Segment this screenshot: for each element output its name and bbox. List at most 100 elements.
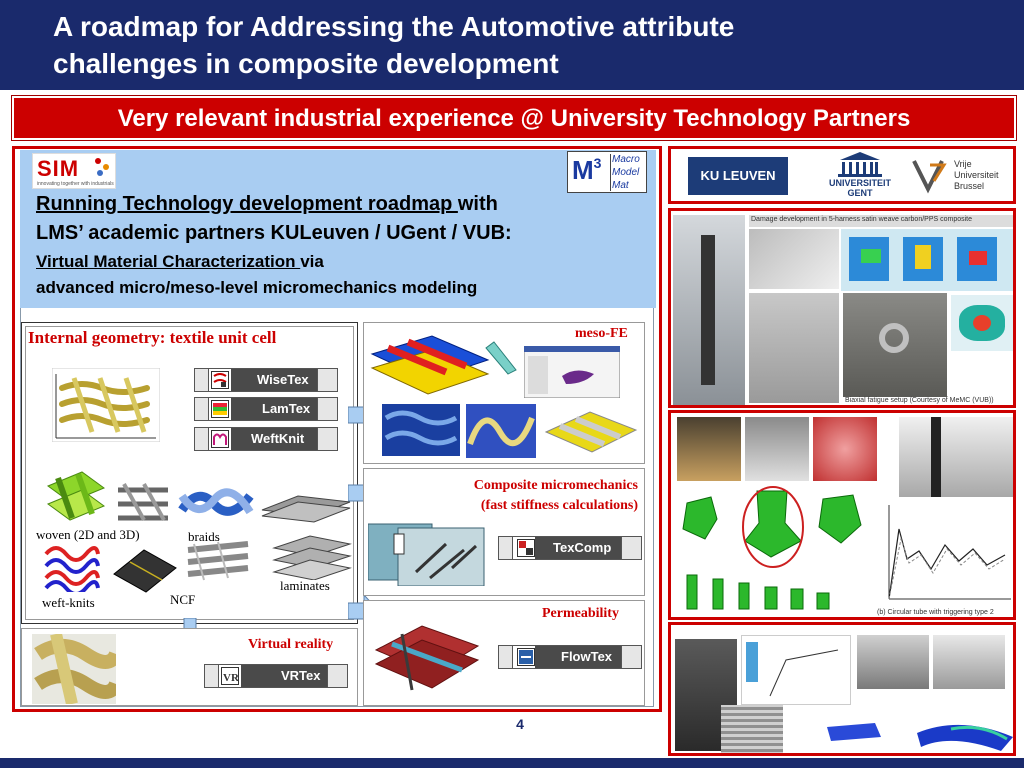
micromechanics-title: Composite micromechanics (fast stiffness… [473,478,638,513]
meso-fe-software-window [524,346,620,398]
wisetex-label: WiseTex [257,372,309,387]
laminate-image-1 [261,495,351,523]
weft-knit-image [42,542,100,592]
weftknit-tool[interactable]: WeftKnit [194,427,338,451]
meso-fe-title: meso-FE [575,326,628,341]
braids-image [178,480,254,526]
force-displacement-plot [875,499,1013,615]
micromechanics-inclusion-image [368,523,485,586]
ku-leuven-text: KU LEUVEN [700,168,776,183]
test-rig-photo [673,215,745,405]
specimen-photo [749,293,839,403]
sim-logo-text: SIM [37,156,80,181]
ugent-text: UNIVERSITEIT GENT [828,178,891,198]
damage-simulation-image [841,229,1013,291]
caption-laminates: laminates [280,578,330,593]
m3-separator [610,154,611,191]
caption-ncf: NCF [170,592,196,607]
lamtex-label: LamTex [262,401,311,416]
vub-logo: Vrije Universiteit Brussel [910,155,1010,197]
texcomp-label: TexComp [553,540,612,555]
sim-logo: SIM innovating together with industrials [32,153,116,189]
forming-photo-3 [933,635,1005,689]
vub-emblem-icon [912,160,947,194]
micrograph-photo [749,229,839,289]
crush-simulation-image [677,483,873,613]
texcomp-tool[interactable]: TexComp [498,536,642,560]
m3-logo-mark: M3 [572,155,602,185]
meso-fe-yarn-path-image [466,404,536,458]
flowtex-tool[interactable]: FlowTex [498,645,642,669]
ugent-building-icon [838,152,882,177]
crushed-tube-photo-1 [677,417,741,481]
bottom-bar [0,758,1024,768]
flowtex-label: FlowTex [561,649,613,664]
forming-panel [668,622,1016,756]
sim-dot-icon [97,170,103,176]
ncf-stitch-image [187,541,249,581]
subtitle-text: Very relevant industrial experience @ Un… [117,105,911,132]
damage-caption: Damage development in 5-harness satin we… [751,216,973,223]
vrtex-tool[interactable]: VR VRTex [204,664,348,688]
slide-title: A roadmap for Addressing the Automotive … [53,8,1003,82]
svg-text:VR: VR [223,672,238,684]
stress-strain-plot [741,635,851,705]
weftknit-label: WeftKnit [251,431,305,446]
meso-fe-mesh-image [370,335,517,395]
draped-part-simulation [827,723,1013,751]
m3-logo-words: Macro Model Mat [612,154,640,191]
weftknit-icon [211,430,229,448]
sim-dot-icon [103,164,109,170]
crush-test-panel: (b) Circular tube with triggering type 2 [668,410,1016,620]
meso-fe-yarn-image [382,404,460,456]
vr-render-image [32,634,116,704]
roadmap-line-3: Virtual Material Characterization via [36,252,324,271]
crush-rig-photo [899,417,1013,497]
permeability-title: Permeability [542,606,619,621]
roadmap-line-2: LMS’ academic partners KULeuven / UGent … [36,222,512,244]
crushed-tube-photo-3 [813,417,877,481]
vrtex-label: VRTex [281,668,321,683]
meso-fe-unit-cell-image [544,411,638,453]
title-line-1: A roadmap for Addressing the Automotive … [53,11,735,42]
caption-weft-knits: weft-knits [42,595,95,610]
roadmap-line-1: Running Technology development roadmap w… [36,193,498,215]
crushed-tube-photo-2 [745,417,809,481]
caption-braids: braids [188,529,220,544]
unit-cell-diagram [52,368,160,442]
stress-contour-image [951,295,1013,351]
m3-logo: M3 Macro Model Mat [567,151,647,193]
permeability-flow-image [374,625,480,691]
woven-fabric-image [42,468,110,526]
flowtex-icon [517,648,535,666]
sim-dot-icon [95,158,101,164]
sim-tagline: innovating together with industrials [37,181,114,187]
vub-text: Vrije Universiteit Brussel [954,159,999,191]
wisetex-tool[interactable]: WiseTex [194,368,338,392]
wisetex-icon [211,371,229,389]
roadmap-panel [20,150,656,308]
vrtex-icon: VR [221,667,240,685]
ncf-image [113,549,177,593]
lamtex-tool[interactable]: LamTex [194,397,338,421]
biaxial-setup-photo [843,293,947,397]
ugent-logo: UNIVERSITEIT GENT [822,150,898,200]
subtitle-banner: Very relevant industrial experience @ Un… [11,95,1017,141]
ku-leuven-logo: KU LEUVEN [688,157,788,195]
laminate-image-2 [272,535,352,580]
roadmap-line-4: advanced micro/meso-level micromechanics… [36,278,478,297]
biaxial-caption: Biaxial fatigue setup (Courtesy of MeMC … [845,397,994,404]
title-bar: A roadmap for Addressing the Automotive … [0,0,1024,90]
forming-photo-2 [857,635,929,689]
title-line-2: challenges in composite development [53,48,559,79]
damage-photo-panel: Damage development in 5-harness satin we… [668,208,1016,408]
caption-woven: woven (2D and 3D) [36,527,140,542]
page-number: 4 [516,716,524,732]
texcomp-icon [517,539,535,557]
geometry-title: Internal geometry: textile unit cell [28,328,277,347]
lamtex-icon [211,400,229,418]
roadmap-description: Running Technology development roadmap w… [36,190,656,301]
3d-woven-image [114,480,172,524]
crush-caption: (b) Circular tube with triggering type 2 [877,609,994,616]
textile-sample-photo [721,705,783,753]
